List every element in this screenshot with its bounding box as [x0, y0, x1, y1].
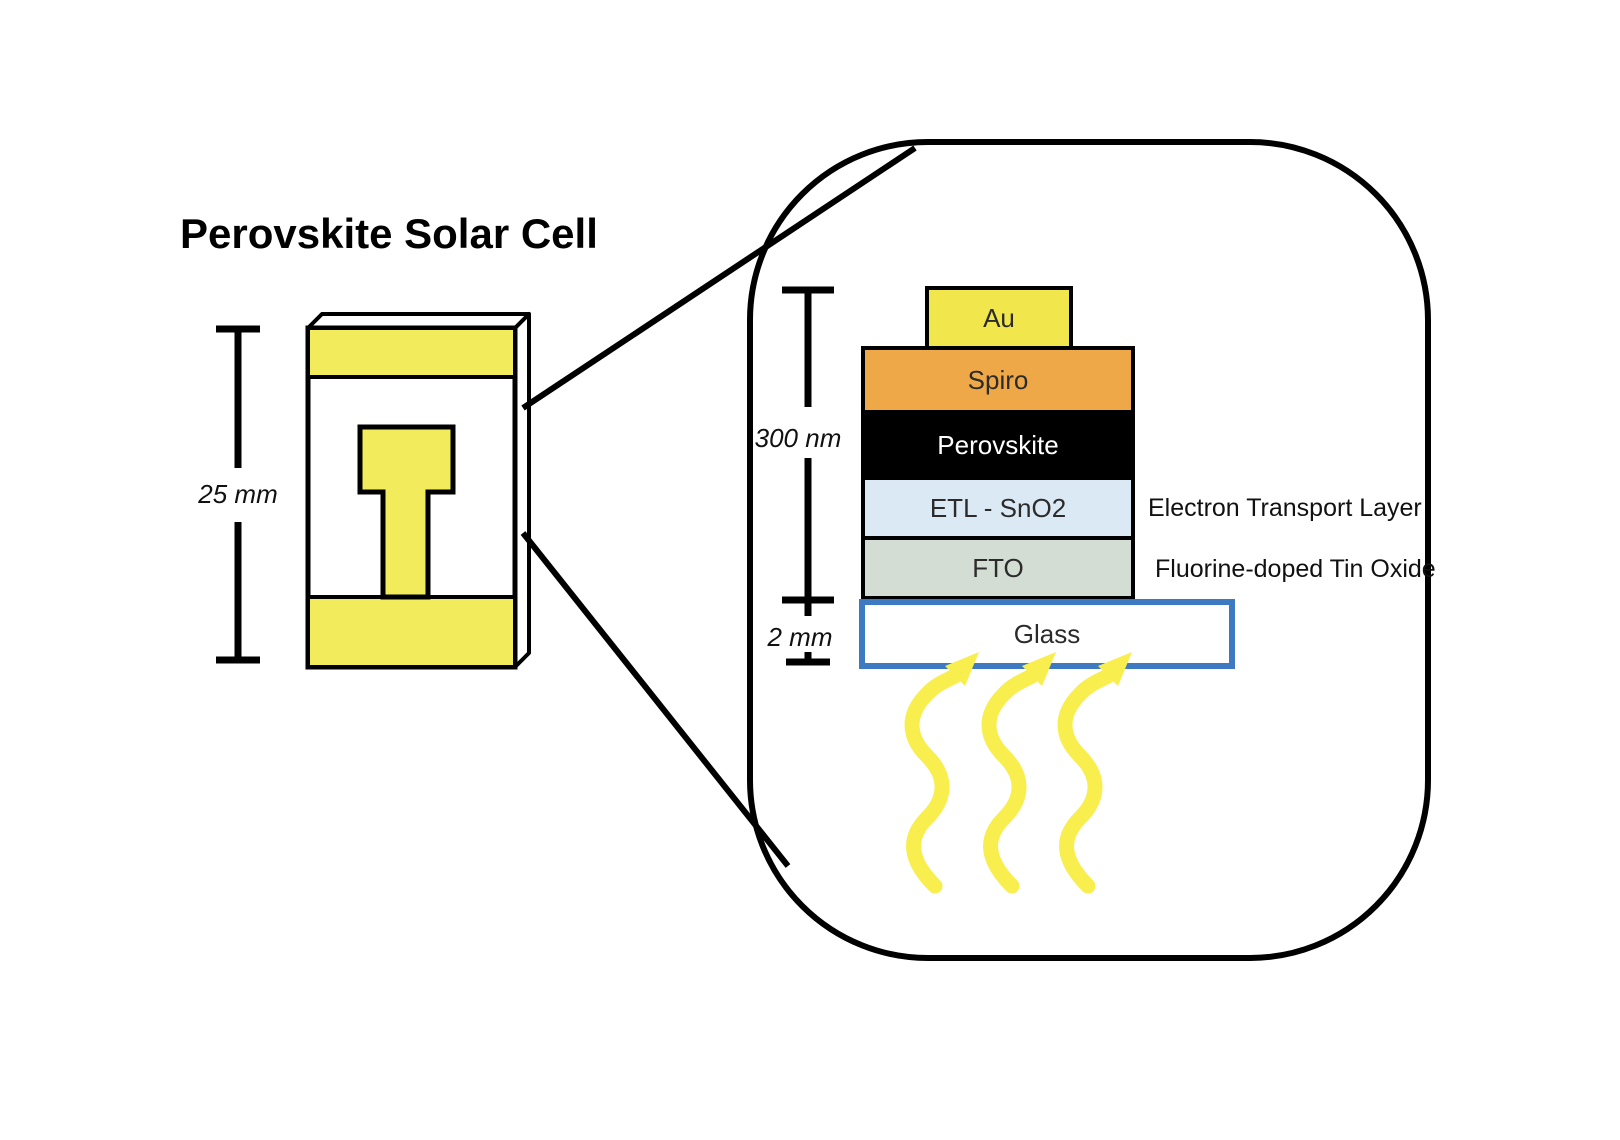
- annotation-fto: Fluorine-doped Tin Oxide: [1155, 555, 1436, 583]
- annotation-etl: Electron Transport Layer: [1148, 494, 1422, 522]
- device-bottom-electrode-strip: [306, 595, 517, 669]
- layer-au-label: Au: [983, 303, 1015, 333]
- layer-fto-label: FTO: [972, 553, 1024, 583]
- layer-fto: [861, 536, 1135, 600]
- layer-perovskite: [861, 410, 1135, 480]
- stack-dimension: 300 nm 2 mm: [755, 286, 842, 666]
- device-height-label: 25 mm: [197, 479, 277, 509]
- device-top-electrode-strip: [306, 326, 517, 379]
- stack-height-label: 300 nm: [755, 423, 842, 453]
- light-wave-1: [904, 668, 963, 894]
- layer-etl: [861, 476, 1135, 540]
- layer-perovskite-label: Perovskite: [937, 430, 1058, 460]
- magnifier-bubble: [747, 139, 1431, 961]
- magnifier-tangent-upper: [521, 145, 917, 411]
- light-arrows: [904, 652, 1132, 894]
- magnifier-tangent-lower: [520, 531, 791, 868]
- light-arrowhead-1-icon: [945, 652, 979, 686]
- layer-etl-label: ETL - SnO2: [930, 493, 1066, 523]
- light-arrowhead-2-icon: [1022, 652, 1056, 686]
- light-wave-3: [1057, 668, 1116, 894]
- layer-glass-label: Glass: [1014, 619, 1080, 649]
- device-height-dimension: 25 mm: [197, 325, 278, 664]
- light-arrowhead-3-icon: [1098, 652, 1132, 686]
- solar-cell-device: [305, 312, 531, 670]
- diagram-title: Perovskite Solar Cell: [180, 210, 598, 257]
- light-wave-2: [981, 668, 1040, 894]
- device-center-electrode: [357, 424, 456, 600]
- layer-glass: [859, 599, 1235, 669]
- layer-spiro: [861, 346, 1135, 414]
- layer-stack: Au Spiro Perovskite ETL - SnO2 FTO Glass: [859, 286, 1235, 669]
- glass-thickness-label: 2 mm: [767, 622, 833, 652]
- layer-spiro-label: Spiro: [968, 365, 1029, 395]
